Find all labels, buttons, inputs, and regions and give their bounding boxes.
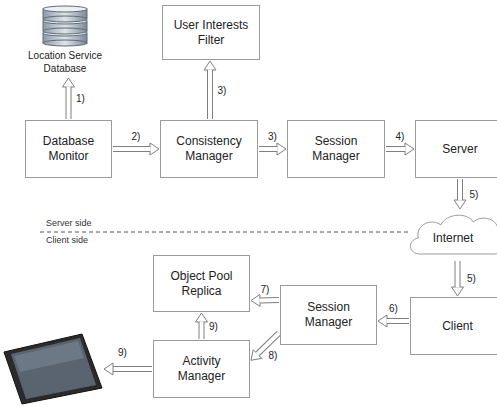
step-number: 8) — [268, 350, 279, 361]
process-box: Consistency Manager — [160, 120, 258, 178]
database-label: Location Service Database — [15, 50, 115, 75]
step-number: 5) — [469, 189, 480, 200]
flow-arrow — [378, 315, 409, 327]
process-box: Client — [410, 297, 497, 355]
network-cloud: Internet — [406, 210, 497, 260]
process-box: Session Manager — [280, 285, 377, 345]
side-label: Server side — [46, 219, 92, 229]
step-number: 3) — [267, 131, 278, 142]
node-label: Internet — [433, 231, 474, 246]
step-number: 4) — [395, 131, 406, 142]
step-number: 2) — [131, 131, 142, 142]
node-label: Database Monitor — [30, 134, 107, 164]
flow-arrow — [251, 333, 279, 360]
flow-arrow — [251, 294, 279, 306]
display-arrow — [104, 363, 152, 375]
step-number: 9) — [117, 347, 128, 358]
flow-arrow — [386, 143, 414, 155]
node-label: Server — [442, 142, 477, 157]
side-label: Client side — [46, 236, 88, 246]
step-number: 1) — [75, 93, 86, 104]
flow-arrow — [63, 78, 75, 119]
flow-arrow — [454, 179, 466, 209]
flow-arrow — [259, 143, 286, 155]
database-cylinder — [40, 3, 90, 47]
process-box: Object Pool Replica — [153, 255, 250, 312]
process-box: Database Monitor — [25, 120, 112, 178]
process-box: Session Manager — [287, 120, 385, 178]
process-box: Server — [415, 120, 497, 178]
node-label: Activity Manager — [158, 354, 245, 384]
node-label: User Interests Filter — [167, 18, 255, 48]
step-number: 6) — [388, 303, 399, 314]
node-label: Client — [442, 319, 473, 334]
node-label: Session Manager — [292, 134, 380, 164]
step-number: 9) — [208, 321, 219, 332]
step-number: 7) — [260, 284, 271, 295]
flow-arrow — [113, 143, 159, 155]
step-number: 5) — [466, 273, 477, 284]
step-number: 3) — [217, 85, 228, 96]
flow-arrow — [196, 313, 208, 339]
process-box: Activity Manager — [153, 340, 250, 398]
process-box: User Interests Filter — [162, 5, 260, 60]
side-divider — [40, 232, 408, 233]
node-label: Object Pool Replica — [158, 269, 245, 299]
database-icon: Location Service Database — [15, 3, 115, 77]
flow-arrow — [204, 61, 216, 119]
tablet-illustration — [4, 334, 102, 404]
node-label: Session Manager — [285, 300, 372, 330]
node-label: Consistency Manager — [165, 134, 253, 164]
flow-arrow — [452, 261, 464, 296]
